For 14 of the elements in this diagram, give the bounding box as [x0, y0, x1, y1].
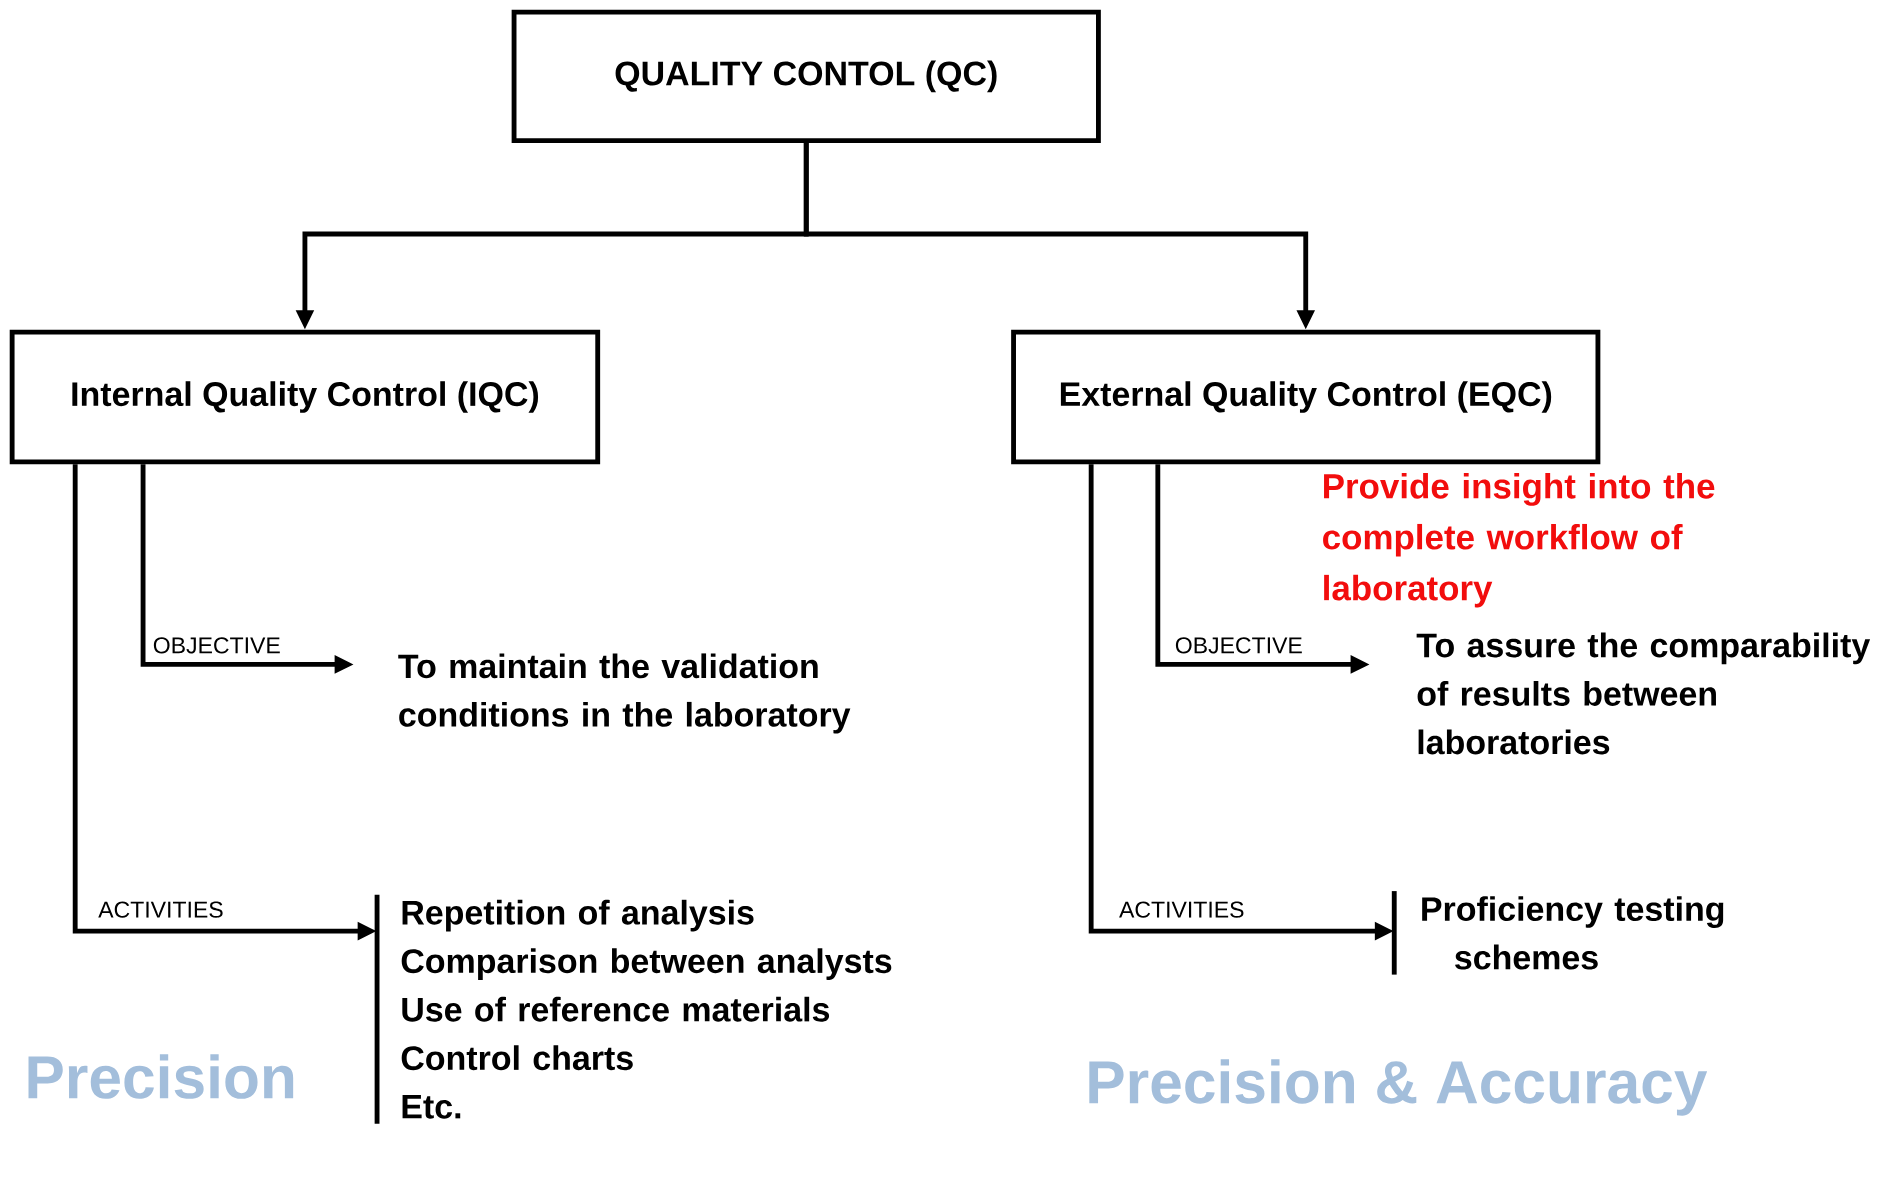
process-box: QUALITY CONTOL (QC): [511, 9, 1101, 144]
note-text: Provide insight into the complete workflow of laboratory: [1323, 473, 1715, 608]
edge-label: OBJECTIVE: [1175, 637, 1302, 654]
edge-label: OBJECTIVE: [153, 637, 280, 654]
objective-text: To assure the comparability of results between laboratories: [1416, 632, 1871, 755]
activity-list: Repetition of analysis Comparison between analysts Use of reference materials Control charts Etc.: [374, 894, 892, 1124]
objective-text: To maintain the validation conditions in the laboratory: [398, 653, 851, 734]
edge-label: ACTIVITIES: [98, 901, 223, 918]
process-box: Internal Quality Control (IQC): [9, 329, 601, 465]
process-box: External Quality Control (EQC): [1011, 329, 1601, 465]
heading-text: Precision: [28, 1054, 294, 1099]
edge-label: ACTIVITIES: [1119, 901, 1244, 918]
heading-text: Precision & Accuracy: [1089, 1059, 1708, 1116]
activity-list: Proficiency testing schemes: [1391, 891, 1724, 975]
